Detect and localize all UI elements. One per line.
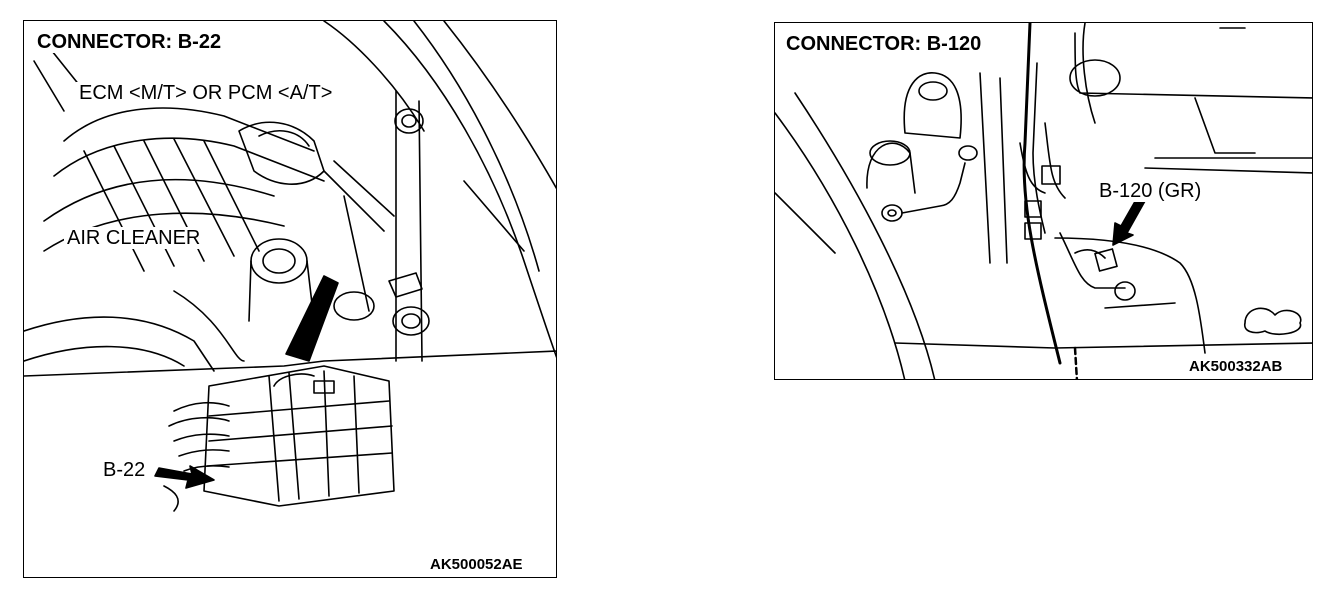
wiring-drawing <box>775 23 1312 379</box>
ecm-pcm-label: ECM <M/T> OR PCM <A/T> <box>76 82 336 104</box>
diagram-panel-b120: CONNECTOR: B-120 B-120 (GR) AK500332AB <box>774 22 1313 380</box>
connector-label: B-120 (GR) <box>1096 180 1205 202</box>
diagram-panel-b22: CONNECTOR: B-22 ECM <M/T> OR PCM <A/T> A… <box>23 20 557 578</box>
figure-code: AK500332AB <box>1187 358 1285 375</box>
connector-label: B-22 <box>100 459 149 481</box>
panel-title: CONNECTOR: B-22 <box>34 31 225 53</box>
figure-code: AK500052AE <box>428 556 525 573</box>
air-cleaner-label: AIR CLEANER <box>64 227 204 249</box>
panel-title: CONNECTOR: B-120 <box>783 33 985 55</box>
engine-bay-drawing <box>24 21 556 512</box>
